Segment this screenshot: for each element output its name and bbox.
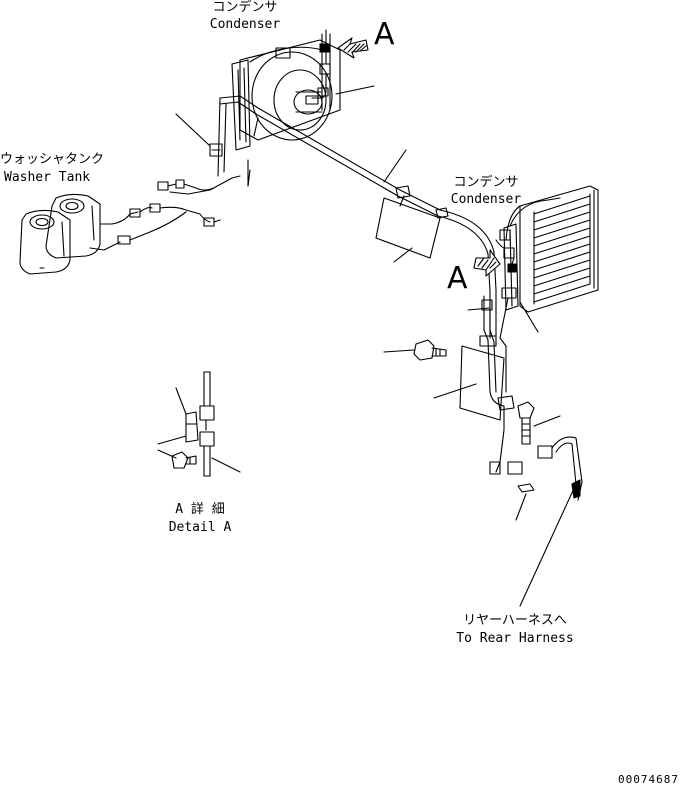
rear-harness-end — [520, 437, 582, 606]
condenser-right — [496, 186, 598, 338]
leader-line — [336, 86, 374, 94]
bolt-1 — [414, 340, 446, 360]
leader-line — [516, 494, 526, 520]
detail-a — [158, 372, 240, 476]
washer-tank-label-ja: ウォッシャタンク — [0, 152, 105, 167]
marker-a-top: A — [374, 17, 395, 52]
condenser-right-label-ja: コンデンサ — [453, 175, 519, 190]
condenser-top-label-ja: コンデンサ — [212, 0, 278, 15]
leader-line — [384, 350, 414, 352]
leader-line — [384, 150, 406, 182]
label-tag-1 — [376, 196, 440, 262]
washer-tank — [20, 180, 220, 274]
arrow-a-right — [474, 250, 500, 276]
lower-harness — [480, 296, 514, 474]
clip-part — [518, 484, 534, 492]
label-tag-2 — [460, 346, 504, 420]
condenser-top — [232, 30, 340, 150]
bolt-2 — [518, 402, 534, 444]
detail-a-label-en: Detail A — [168, 520, 232, 535]
connector-part — [538, 446, 552, 458]
detail-a-label-ja: A 詳 細 — [175, 502, 225, 517]
marker-a-right: A — [447, 261, 468, 296]
leader-line — [520, 302, 538, 332]
leader-line — [468, 308, 490, 310]
rear-harness-label-en: To Rear Harness — [456, 631, 574, 646]
condenser-right-label-en: Condenser — [450, 192, 522, 207]
leader-line — [176, 114, 210, 146]
rear-harness-label-ja: リヤーハーネスへ — [463, 613, 567, 628]
arrow-a-top — [338, 38, 368, 58]
connector-part — [508, 462, 522, 474]
drawing-code: 00074687 — [618, 773, 679, 786]
washer-tank-label-en: Washer Tank — [4, 170, 91, 185]
main-harness — [170, 96, 496, 338]
leader-line — [434, 384, 476, 398]
condenser-top-label-en: Condenser — [209, 17, 281, 32]
leader-line — [534, 416, 560, 426]
leader-line — [254, 118, 258, 136]
